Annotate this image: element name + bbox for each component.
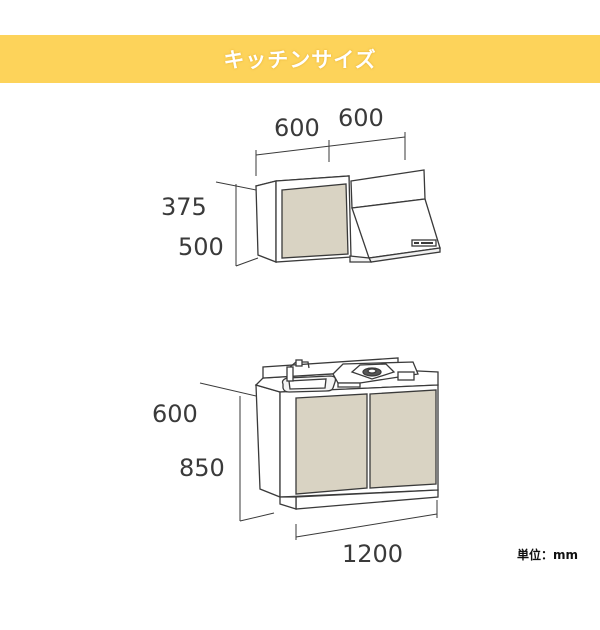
upper-width-right-label: 600 (338, 104, 384, 132)
upper-dimension-lines (215, 132, 406, 267)
sink (281, 375, 337, 393)
base-depth-label: 600 (152, 400, 198, 428)
base-door-left (295, 393, 368, 495)
base-height-label: 850 (179, 454, 225, 482)
upper-width-left-label: 600 (274, 114, 320, 142)
page-title: キッチンサイズ (223, 48, 377, 72)
base-width-label: 1200 (342, 540, 404, 568)
range-hood (349, 169, 441, 263)
base-dimension-lines (199, 382, 438, 540)
faucet (286, 359, 310, 382)
upper-height-label: 500 (178, 233, 224, 261)
base-cabinet (254, 357, 439, 510)
wall-cabinet-door (281, 183, 349, 259)
upper-depth-label: 375 (161, 193, 207, 221)
title-banner: キッチンサイズ (0, 35, 600, 83)
base-door-right (369, 389, 437, 489)
wall-cabinet (255, 175, 352, 263)
gas-stove (332, 361, 419, 388)
unit-label: 単位：mm (517, 548, 579, 562)
